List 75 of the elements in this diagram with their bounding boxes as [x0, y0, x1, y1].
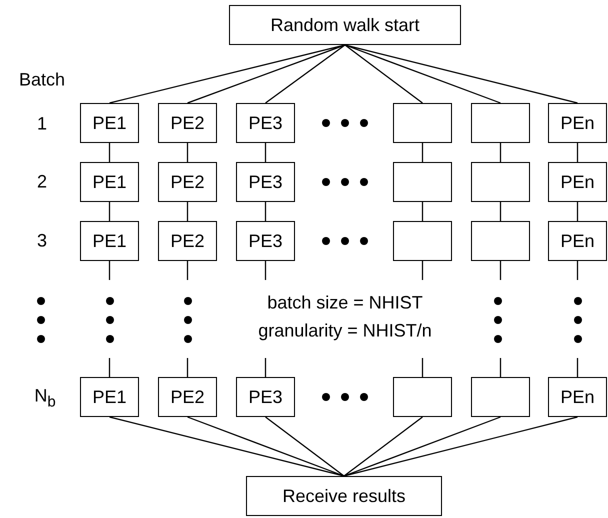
process-box — [80, 162, 139, 202]
process-box — [158, 377, 217, 417]
empty-box — [393, 377, 452, 417]
process-box — [158, 103, 217, 143]
connector-line — [187, 44, 346, 104]
connector-line — [264, 143, 266, 162]
connector-line — [422, 202, 424, 221]
empty-box — [393, 103, 452, 143]
node-text: PE1 — [92, 386, 127, 408]
note-text: batch size = NHIST — [267, 292, 423, 314]
connector-line — [576, 143, 578, 162]
connector-line — [186, 143, 188, 162]
node-text: PE2 — [170, 386, 205, 408]
node-text: PE1 — [92, 230, 127, 252]
process-box — [229, 5, 461, 45]
node-text: PEn — [560, 230, 595, 252]
connector-line — [265, 416, 344, 476]
connector-line — [344, 44, 423, 104]
process-box — [158, 162, 217, 202]
node-text: PE2 — [170, 230, 205, 252]
empty-box — [471, 221, 530, 261]
connector-line — [422, 143, 424, 162]
connector-line — [108, 143, 110, 162]
node-text: Random walk start — [270, 14, 420, 36]
node-text: Receive results — [282, 486, 406, 506]
axis-title: Batch — [18, 70, 66, 90]
node-text: PE1 — [92, 112, 127, 134]
row-label: N$_{b}$ — [34, 386, 56, 410]
process-box — [548, 162, 607, 202]
row-label: 2 — [37, 172, 47, 192]
process-box — [548, 221, 607, 261]
connector-line — [344, 416, 501, 477]
empty-box — [471, 377, 530, 417]
node-text: PE3 — [248, 230, 283, 252]
node-text: PE3 — [248, 172, 283, 192]
process-box — [548, 103, 607, 143]
node-text: PE1 — [92, 172, 127, 192]
process-box — [80, 221, 139, 261]
node-text: PEn — [560, 386, 595, 408]
process-box — [236, 221, 295, 261]
node-text: PE3 — [248, 112, 283, 134]
connector-line — [108, 202, 110, 221]
connector-line — [109, 416, 344, 477]
connector-line — [500, 202, 502, 221]
node-text: PE2 — [170, 112, 205, 134]
connector-line — [186, 202, 188, 221]
empty-box — [393, 162, 452, 202]
connector-line — [344, 416, 423, 476]
node-text: PEn — [560, 172, 595, 192]
process-box — [246, 476, 442, 516]
connector-line — [187, 416, 344, 477]
row-label: 3 — [37, 230, 47, 252]
connector-line — [264, 202, 266, 221]
process-box — [158, 221, 217, 261]
process-box — [236, 162, 295, 202]
process-box — [80, 103, 139, 143]
empty-box — [393, 221, 452, 261]
empty-box — [471, 162, 530, 202]
connector-line — [576, 202, 578, 221]
node-text: PEn — [560, 112, 595, 134]
note-text: granularity = NHIST/n — [258, 320, 432, 342]
process-box — [548, 377, 607, 417]
process-box — [236, 103, 295, 143]
node-text: PE3 — [248, 386, 283, 408]
connector-line — [109, 44, 346, 104]
connector-line — [344, 44, 578, 104]
connector-line — [265, 44, 346, 104]
connector-line — [500, 143, 502, 162]
connector-line — [344, 44, 501, 104]
connector-line — [344, 416, 578, 477]
process-box — [80, 377, 139, 417]
node-text: PE2 — [170, 172, 205, 192]
empty-box — [471, 103, 530, 143]
row-label: 1 — [37, 114, 47, 134]
process-box — [236, 377, 295, 417]
